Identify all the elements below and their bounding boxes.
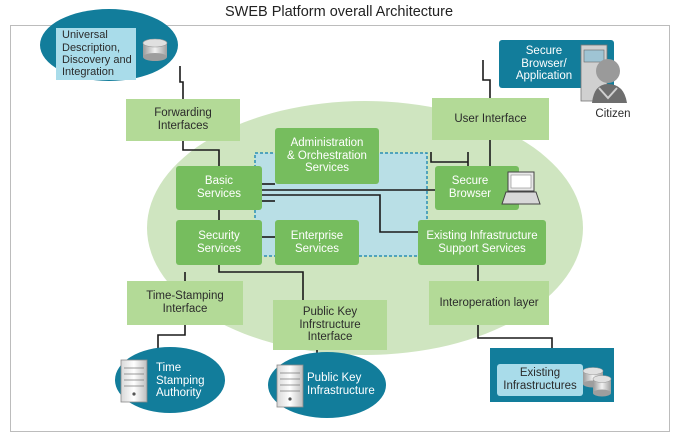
security-label: Security Services — [196, 229, 242, 255]
pki-interface-box — [273, 300, 387, 350]
server-icon — [120, 359, 148, 403]
connector-lines — [157, 60, 553, 365]
existing-support-box — [418, 220, 546, 265]
citizen-label: Citizen — [595, 107, 631, 120]
database-icon — [592, 375, 612, 397]
user-interface-box — [432, 98, 549, 140]
person-icon — [592, 59, 627, 103]
secure-browser-label: Secure Browser — [448, 175, 492, 200]
basic-box — [176, 166, 262, 210]
time-stamping-interface-box — [127, 281, 243, 325]
uddi-label: Universal Description, Discovery and Int… — [62, 29, 132, 79]
enterprise-box — [275, 220, 359, 265]
tsa-label: Time Stamping Authority — [156, 361, 205, 400]
user-interface-label: User Interface — [454, 112, 527, 125]
forwarding-label: Forwarding Interfaces — [154, 107, 212, 132]
interoperation-label: Interoperation layer — [439, 296, 539, 309]
secure-browser-box — [435, 166, 519, 210]
interoperation-box — [429, 281, 549, 325]
time-stamping-interface-label: Time-Stamping Interface — [146, 290, 224, 315]
pki-interface-label: Public Key Infrstructure Interface — [299, 305, 361, 344]
existing-infra-panel — [497, 364, 583, 396]
uddi-label-panel — [56, 28, 136, 80]
existing-infra-label: Existing Infrastructures — [503, 367, 577, 392]
enterprise-label: Enterprise Services — [290, 229, 344, 255]
pki-label: Public Key Infrastructure — [307, 372, 375, 397]
security-box — [176, 220, 262, 265]
basic-label: Basic Services — [196, 175, 242, 200]
admin-box — [275, 128, 379, 184]
server-icon — [276, 364, 304, 408]
laptop-icon — [501, 171, 541, 205]
admin-label: Administration & Orchestration Services — [287, 136, 367, 175]
database-icon — [142, 38, 168, 61]
secure-browser-app-label: Secure Browser/ Application — [515, 44, 573, 83]
diagram-title: SWEB Platform overall Architecture — [224, 4, 454, 20]
forwarding-box — [126, 99, 240, 141]
existing-support-label: Existing Infrastructure Support Services — [426, 229, 538, 255]
